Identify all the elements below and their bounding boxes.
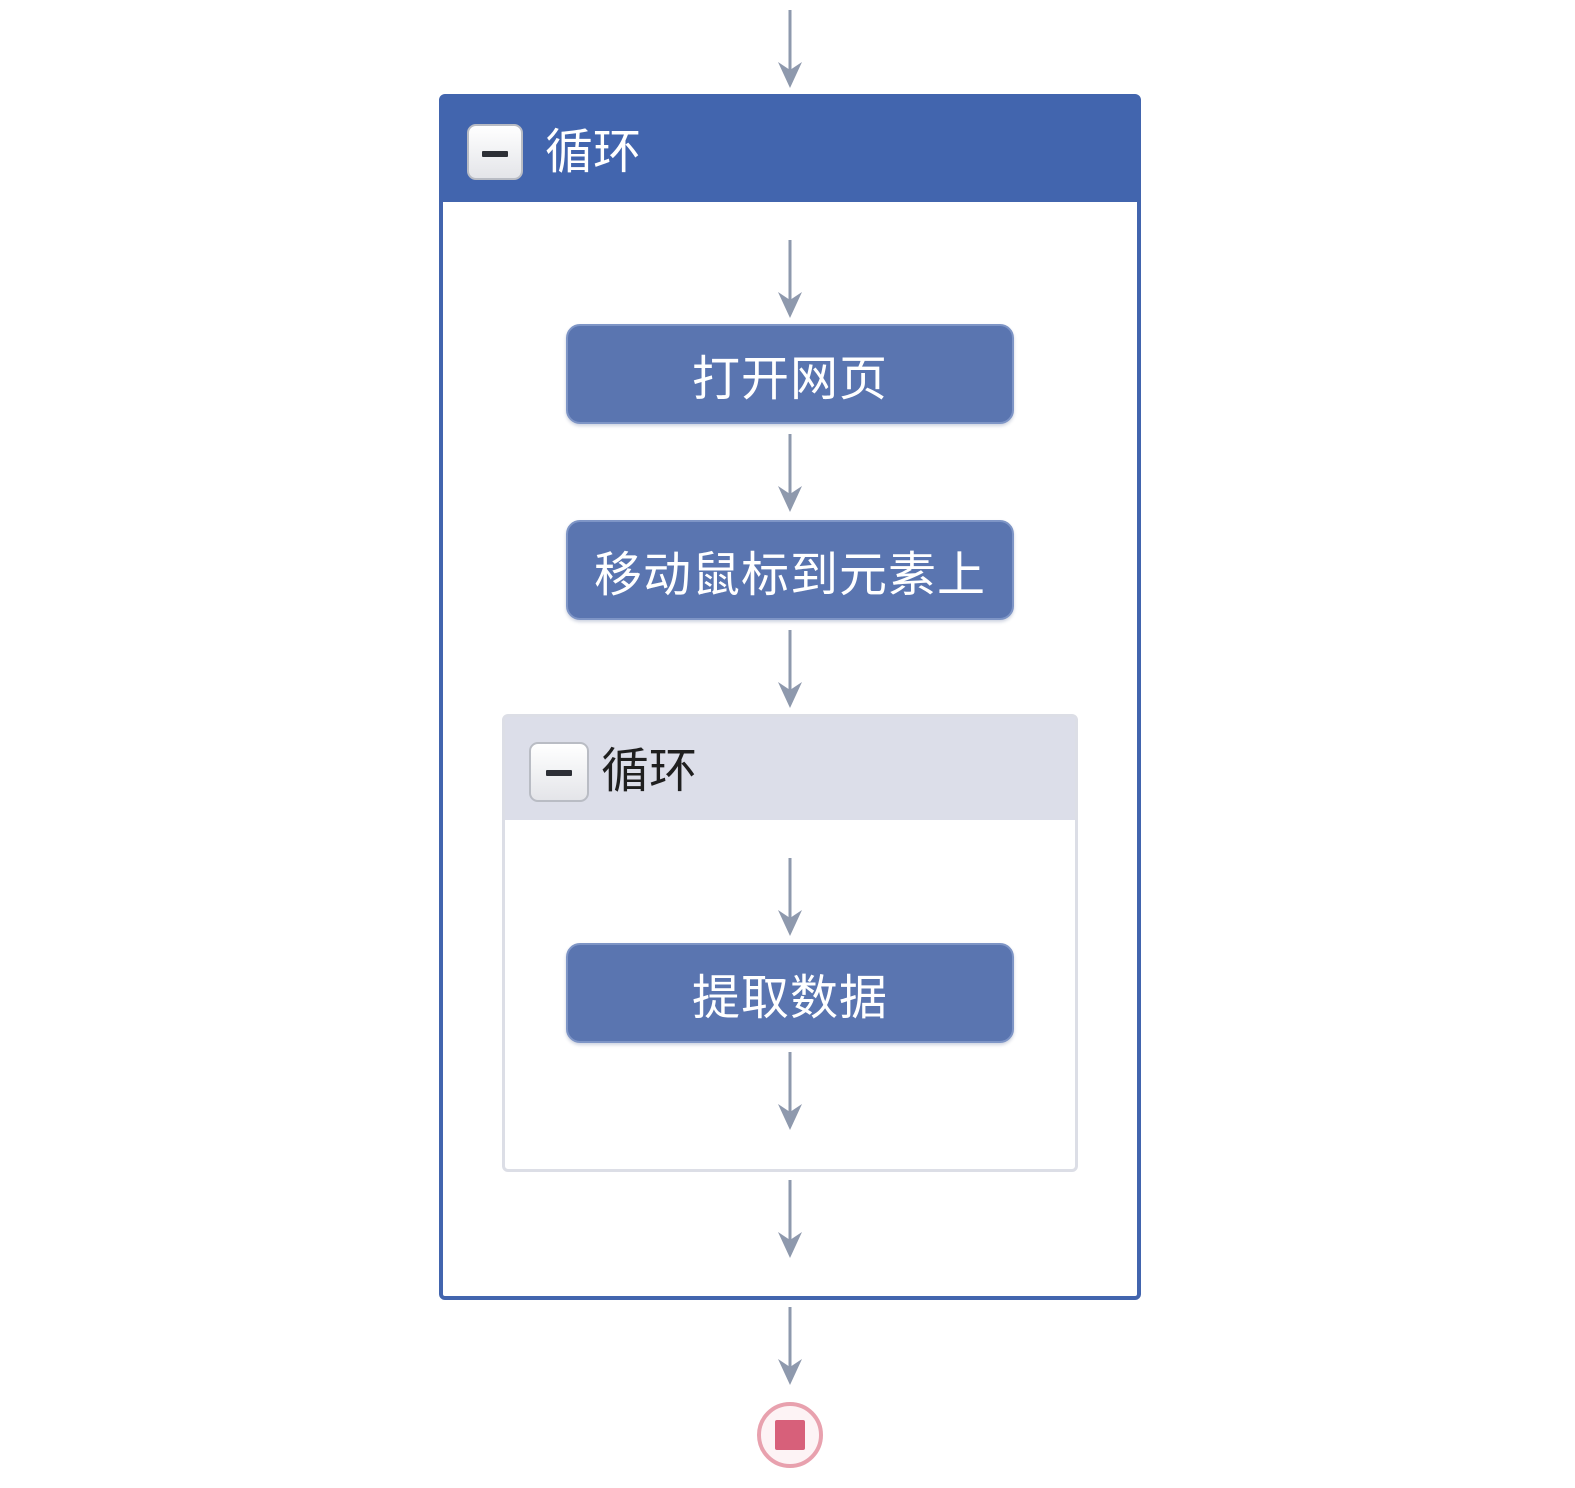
- step-extract-data[interactable]: 提取数据: [566, 943, 1014, 1043]
- down-arrow-icon: [778, 1307, 802, 1385]
- flow-arrow-to-open-page: [775, 238, 805, 318]
- step-open-page[interactable]: 打开网页: [566, 324, 1014, 424]
- down-arrow-icon: [778, 630, 802, 708]
- step-hover-element[interactable]: 移动鼠标到元素上: [566, 520, 1014, 620]
- outer-loop-title: 循环: [545, 124, 642, 180]
- outer-loop-header[interactable]: 循环: [443, 98, 1137, 202]
- down-arrow-icon: [778, 858, 802, 936]
- flow-arrow-to-hover: [775, 432, 805, 512]
- flow-arrow-to-end: [775, 1305, 805, 1385]
- flow-arrow-inner-end: [775, 1050, 805, 1130]
- flow-arrow-outer-end: [775, 1178, 805, 1258]
- flow-arrow-top: [775, 8, 805, 88]
- inner-loop-header[interactable]: 循环: [505, 717, 1075, 820]
- down-arrow-icon: [778, 434, 802, 512]
- flow-arrow-to-inner-loop: [775, 628, 805, 708]
- collapse-minus-icon: [482, 151, 508, 157]
- collapse-minus-icon: [546, 770, 572, 776]
- down-arrow-icon: [778, 1180, 802, 1258]
- flow-arrow-to-extract: [775, 856, 805, 936]
- down-arrow-icon: [778, 1052, 802, 1130]
- down-arrow-icon: [778, 240, 802, 318]
- down-arrow-icon: [778, 10, 802, 88]
- end-node[interactable]: [757, 1402, 823, 1468]
- outer-loop-collapse-button[interactable]: [467, 124, 523, 180]
- inner-loop-title: 循环: [601, 743, 698, 799]
- stop-icon: [775, 1420, 805, 1450]
- inner-loop-collapse-button[interactable]: [529, 742, 589, 802]
